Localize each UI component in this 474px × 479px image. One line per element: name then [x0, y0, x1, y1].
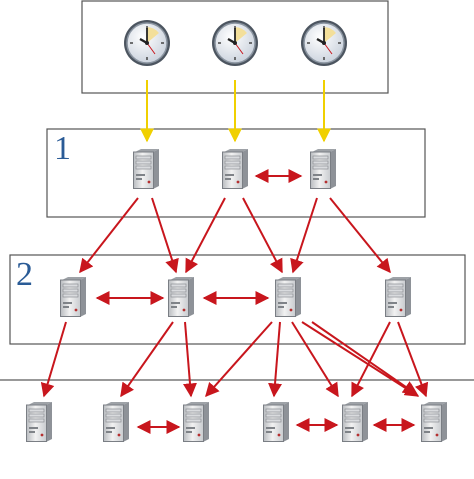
sync-link	[183, 321, 197, 398]
sync-link	[79, 197, 139, 274]
sync-link	[351, 321, 391, 398]
server-icon	[385, 277, 411, 317]
reference-links	[140, 80, 331, 143]
clock-icon	[299, 18, 349, 68]
sync-link	[268, 321, 282, 398]
server-icon	[275, 277, 301, 317]
sync-links	[40, 197, 429, 398]
clock-icon	[122, 18, 172, 68]
sync-link	[151, 197, 179, 274]
stratum-2-label: 2	[16, 256, 33, 293]
sync-link	[329, 197, 391, 274]
sync-link	[291, 321, 339, 398]
server-icon	[183, 402, 209, 442]
server-icon	[133, 149, 159, 189]
stratum-2-frame	[9, 254, 466, 345]
sync-link	[290, 197, 318, 274]
sync-link	[311, 321, 418, 395]
reference-clocks	[122, 18, 349, 68]
sync-link	[40, 321, 67, 398]
sync-link	[205, 321, 273, 398]
stratum-1-servers	[133, 149, 336, 189]
sync-link	[301, 321, 420, 397]
server-icon	[168, 277, 194, 317]
server-icon	[342, 402, 368, 442]
clock-icon	[210, 18, 260, 68]
server-icon	[60, 277, 86, 317]
peer-links	[95, 169, 416, 434]
server-icon	[26, 402, 52, 442]
sync-link	[397, 321, 429, 398]
server-icon	[222, 149, 248, 189]
server-icon	[263, 402, 289, 442]
stratum-1-label: 1	[54, 130, 71, 167]
sync-link	[120, 321, 174, 398]
server-icon	[421, 402, 447, 442]
stratum-3-frame	[0, 379, 474, 381]
stratum-3-servers	[26, 402, 447, 442]
sync-link	[242, 197, 283, 274]
server-icon	[310, 149, 336, 189]
sync-link	[185, 197, 226, 274]
server-icon	[103, 402, 129, 442]
